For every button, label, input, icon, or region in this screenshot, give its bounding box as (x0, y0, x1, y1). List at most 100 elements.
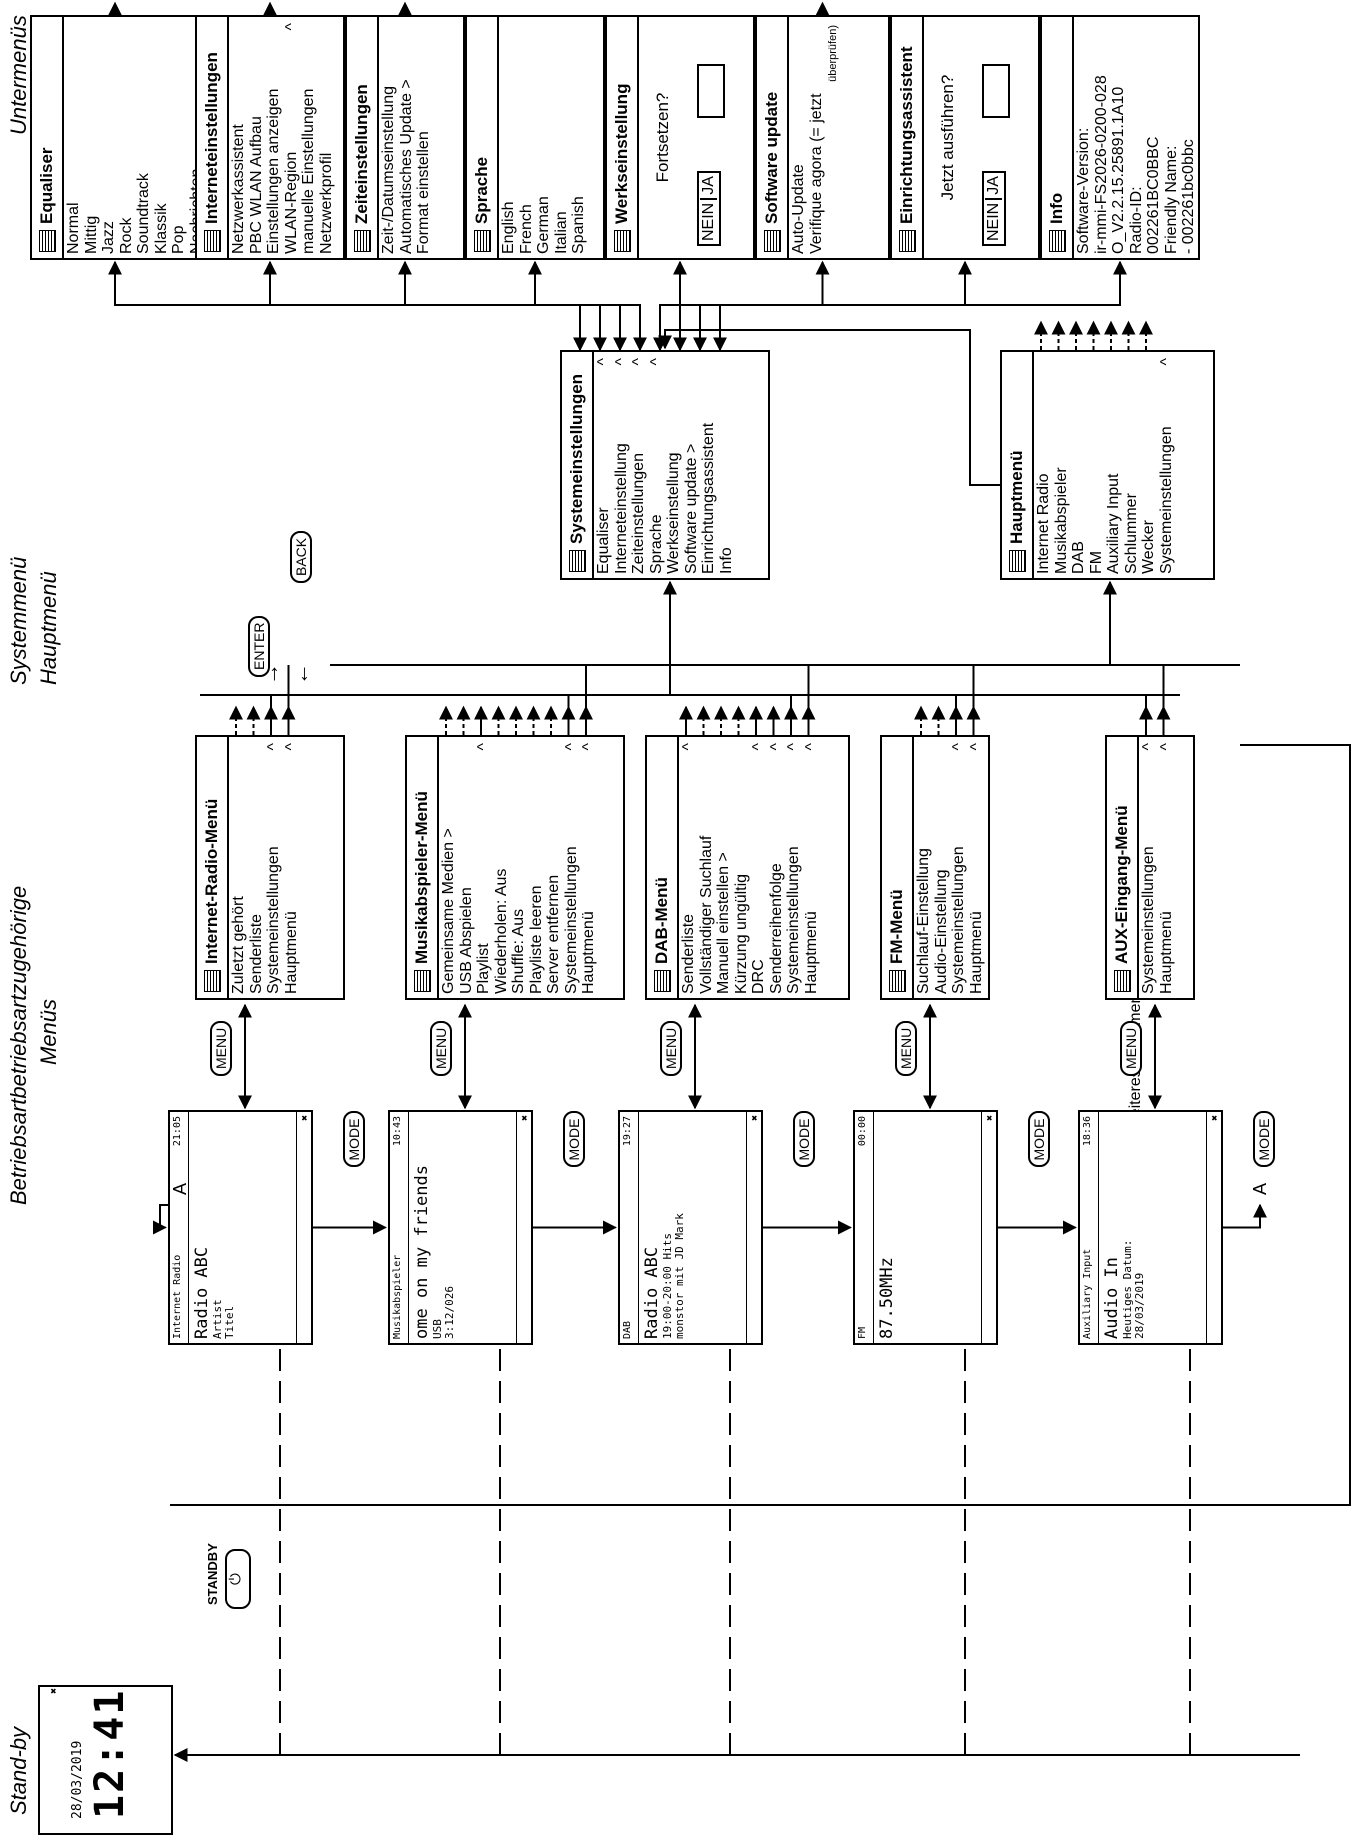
standby-button[interactable]: ⏻ (225, 1549, 251, 1609)
back-button[interactable]: BACK (290, 530, 312, 583)
menu-item[interactable]: Info (718, 352, 736, 574)
screen-title: Auxiliary Input (1081, 1248, 1093, 1339)
menu-button[interactable]: MENU (1120, 1020, 1142, 1076)
menu-item[interactable]: French (518, 17, 536, 254)
menu-item[interactable]: Rock (118, 17, 136, 254)
menu-item[interactable]: Zuletzt gehört (230, 737, 248, 994)
menu-item[interactable]: German (535, 17, 553, 254)
menu-item[interactable]: Sprache^ (648, 352, 666, 574)
menu-item[interactable]: Pop (170, 17, 188, 254)
menu-button[interactable]: MENU (210, 1020, 232, 1076)
menu-item[interactable]: Software-Version: (1075, 17, 1093, 254)
menu-item[interactable]: Playliste leeren (528, 737, 546, 995)
menu-item[interactable]: Radio-ID: (1128, 17, 1146, 254)
menu-item-chevron (1070, 352, 1088, 388)
label-a-top: A (170, 1182, 190, 1195)
menu-item[interactable]: Audio-Einstellung (933, 737, 951, 994)
menu-item[interactable]: Auxiliary Input (1105, 352, 1123, 575)
menu-item[interactable]: Shuffle: Aus (510, 737, 528, 994)
menu-item[interactable]: O_V2.2.15.25891.1A10 (1110, 17, 1128, 254)
menu-item[interactable]: Senderliste^ (680, 737, 698, 994)
mode-button[interactable]: MODE (792, 1111, 815, 1168)
menu-item[interactable]: Soundtrack (135, 17, 153, 254)
menu-item[interactable]: Zeit-/Datumseinstellung (380, 17, 398, 254)
menu-item-note: überprüfen) (827, 25, 839, 82)
menu-item[interactable]: Systemeinstellungen^ (265, 737, 283, 994)
menu-item[interactable]: Systemeinstellungen^ (1140, 737, 1158, 994)
confirm-no-button[interactable]: NEINJA (982, 171, 1006, 246)
menu-item[interactable]: Manuell einstellen > (715, 737, 733, 994)
menu-item[interactable]: Senderliste (248, 737, 266, 994)
menu-item[interactable]: Senderreihenfolge^ (768, 737, 786, 994)
menu-item[interactable]: Systemeinstellungen^ (1158, 352, 1176, 574)
menu-button[interactable]: MENU (660, 1020, 682, 1076)
menu-item-label: Zeiteinstellungen (630, 453, 647, 574)
menu-item[interactable]: Playlist^ (475, 737, 493, 994)
menu-item[interactable]: 002261BC0BBC (1145, 17, 1163, 254)
menu-item[interactable]: Hauptmenü^ (283, 737, 301, 994)
menu-item[interactable]: WLAN-Region^ (283, 17, 301, 254)
menu-item[interactable]: - 002261bc0bbc (1180, 17, 1198, 254)
menu-item[interactable]: Spanish (570, 17, 588, 254)
menu-item[interactable]: Vollständiger Suchlauf (698, 737, 716, 994)
menu-item[interactable]: Systemeinstellungen^ (950, 737, 968, 994)
mode-button[interactable]: MODE (342, 1111, 365, 1168)
menu-item[interactable]: PBC WLAN Aufbau (248, 17, 266, 254)
menu-item[interactable]: FM (1088, 352, 1106, 574)
menu-item[interactable]: Mittig (83, 17, 101, 254)
menu-title: Info (1047, 192, 1066, 224)
menu-item[interactable]: Hauptmenü^ (1158, 737, 1176, 994)
menu-item[interactable]: DRC^ (750, 737, 768, 994)
menu-item[interactable]: Normal (65, 17, 83, 254)
menu-item[interactable]: Software update > (683, 352, 701, 574)
menu-item[interactable]: Format einstellen (415, 17, 433, 254)
menu-item[interactable]: Musikabspieler (1053, 352, 1071, 574)
menu-item[interactable]: Verifique agora (= jetzt (808, 17, 826, 254)
menu-item[interactable]: Gemeinsame Medien > (440, 737, 458, 994)
menu-item[interactable]: Einrichtungsassistent (700, 352, 718, 574)
menu-button[interactable]: MENU (430, 1020, 452, 1076)
menu-item[interactable]: Werkseinstellung (665, 352, 683, 574)
menu-item[interactable]: Schlummer (1123, 352, 1141, 574)
menu-item[interactable]: Hauptmenü^ (580, 737, 598, 994)
menu-item[interactable]: Hauptmenü^ (968, 737, 986, 994)
menu-item[interactable]: Internet Radio (1035, 352, 1053, 574)
menu-item[interactable]: Server entfernen (545, 737, 563, 994)
menu-item[interactable]: Friendly Name: (1163, 17, 1181, 254)
mode-button[interactable]: MODE (1027, 1111, 1050, 1168)
menu-item-label: Equaliser (595, 507, 612, 574)
menu-button[interactable]: MENU (895, 1020, 917, 1076)
menu-item-chevron (493, 737, 511, 773)
menu-header: Hauptmenü (1002, 352, 1034, 578)
menu-item[interactable]: Suchlauf-Einstellung (915, 737, 933, 994)
menu-item[interactable]: Italian (553, 17, 571, 254)
menu-item[interactable]: Kürzung ungültig (733, 737, 751, 994)
menu-item[interactable]: Equaliser^ (595, 352, 613, 574)
menu-item[interactable]: Interneteinstellung^ (613, 352, 631, 574)
menu-item[interactable]: DAB (1070, 352, 1088, 574)
confirm-no-button[interactable]: NEINJA (697, 171, 721, 246)
menu-item[interactable]: Wiederholen: Aus (493, 737, 511, 994)
mode-button[interactable]: MODE (562, 1111, 585, 1168)
menu-item[interactable]: Netzwerkprofil (318, 17, 336, 254)
menu-item[interactable]: Automatisches Update > (398, 17, 416, 254)
menu-item[interactable]: ir-mmi-FS2026-0200-028 (1093, 17, 1111, 254)
menu-item[interactable]: Auto-Update (790, 17, 808, 254)
menu-item[interactable]: Einstellungen anzeigen (265, 17, 283, 254)
menu-item[interactable]: Systemeinstellungen^ (563, 737, 581, 994)
mode-button[interactable]: MODE (1252, 1111, 1275, 1168)
menu-item[interactable]: Systemeinstellungen^ (785, 737, 803, 994)
screen-line-1: Artist (210, 1299, 224, 1339)
menu-item[interactable]: English (500, 17, 518, 254)
menu-item[interactable]: USB Abspielen (458, 737, 476, 994)
menu-item[interactable]: Hauptmenü^ (803, 737, 821, 994)
signal-icon: ✖ (50, 1686, 57, 1698)
menu-item[interactable]: Jazz (100, 17, 118, 254)
menu-item[interactable]: Klassik (153, 17, 171, 254)
menu-item[interactable]: Zeiteinstellungen^ (630, 352, 648, 574)
menu-item[interactable]: Netzwerkassistent (230, 17, 248, 254)
screen-line-1: Heutiges Datum: (1120, 1239, 1134, 1339)
menu-item[interactable]: Wecker (1140, 352, 1158, 574)
menu-item[interactable]: manuelle Einstellungen (300, 17, 318, 254)
